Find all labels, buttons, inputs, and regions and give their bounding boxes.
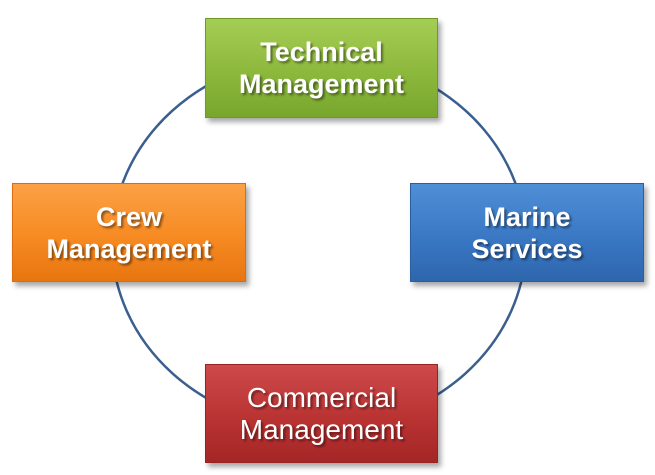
commercial-management-line2: Management [239,413,404,445]
marine-services-line2: Services [471,233,583,264]
technical-management-box: Technical Management [205,18,438,118]
crew-management-line1: Crew [95,201,163,232]
technical-management-line1: Technical [260,37,383,67]
crew-management-line2: Management [46,233,212,264]
commercial-management-box: Commercial Management [205,364,438,463]
crew-management-box: Crew Management [12,183,246,282]
marine-services-line1: Marine [483,201,571,232]
commercial-management-line1: Commercial [246,381,397,413]
technical-management-line2: Management [238,69,405,99]
marine-services-box: Marine Services [410,183,644,282]
